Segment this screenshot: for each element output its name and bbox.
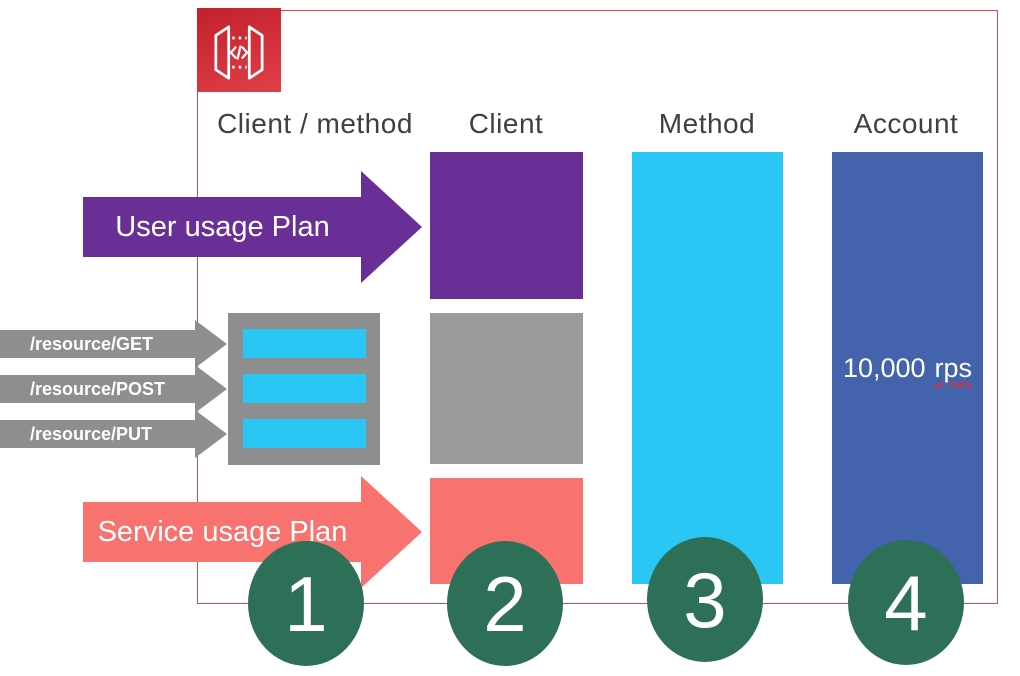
resource-arrow-post: /resource/POST [0,365,228,413]
step-badge-4: 4 [848,540,964,665]
client-method-box [228,313,380,465]
resource-arrow-get-body: /resource/GET [0,330,196,358]
resource-arrow-get: /resource/GET [0,320,228,368]
account-rate-label: 10,000 rps [843,353,972,384]
api-gateway-icon [197,8,281,92]
account-rate-value: 10,000 [842,352,926,383]
step-number-1: 1 [284,559,328,648]
column-header-account: Account [853,108,959,139]
resource-arrow-get-head [195,320,227,368]
resource-arrow-post-body: /resource/POST [0,375,196,403]
step-badge-3: 3 [647,537,763,662]
resource-get-label: /resource/GET [30,333,154,354]
step-badge-2: 2 [447,541,563,666]
method-throttle-bar [632,152,783,584]
resource-arrow-put-body: /resource/PUT [0,420,196,448]
account-throttle-bar: 10,000 rps [832,152,983,584]
user-usage-plan-arrow: User usage Plan [83,171,422,283]
step-number-3: 3 [683,555,727,644]
resource-arrow-put: /resource/PUT [0,410,228,458]
column-header-method: Method [658,108,756,139]
api-gateway-glyph [214,25,264,80]
client-user-plan-block [430,152,583,299]
service-usage-plan-arrowhead [361,476,422,588]
diagram-frame [197,10,998,604]
user-usage-plan-arrowhead [361,171,422,283]
resource-put-label: /resource/PUT [30,423,153,444]
method-slot-post [243,374,366,403]
resource-arrow-post-head [195,365,227,413]
user-usage-plan-label: User usage Plan [115,210,330,243]
step-number-2: 2 [483,559,527,648]
service-usage-plan-arrow: Service usage Plan [83,476,422,588]
step-badge-1: 1 [248,541,364,666]
step-number-4: 4 [884,558,928,647]
method-slot-put [243,419,366,448]
user-usage-plan-arrow-body: User usage Plan [83,197,362,257]
method-slot-get [243,329,366,358]
resource-arrow-put-head [195,410,227,458]
client-service-plan-block [430,313,583,464]
account-rate-unit: rps [934,352,973,383]
column-header-client-method: Client / method [217,108,413,139]
resource-post-label: /resource/POST [30,378,166,399]
column-header-client: Client [468,108,544,139]
